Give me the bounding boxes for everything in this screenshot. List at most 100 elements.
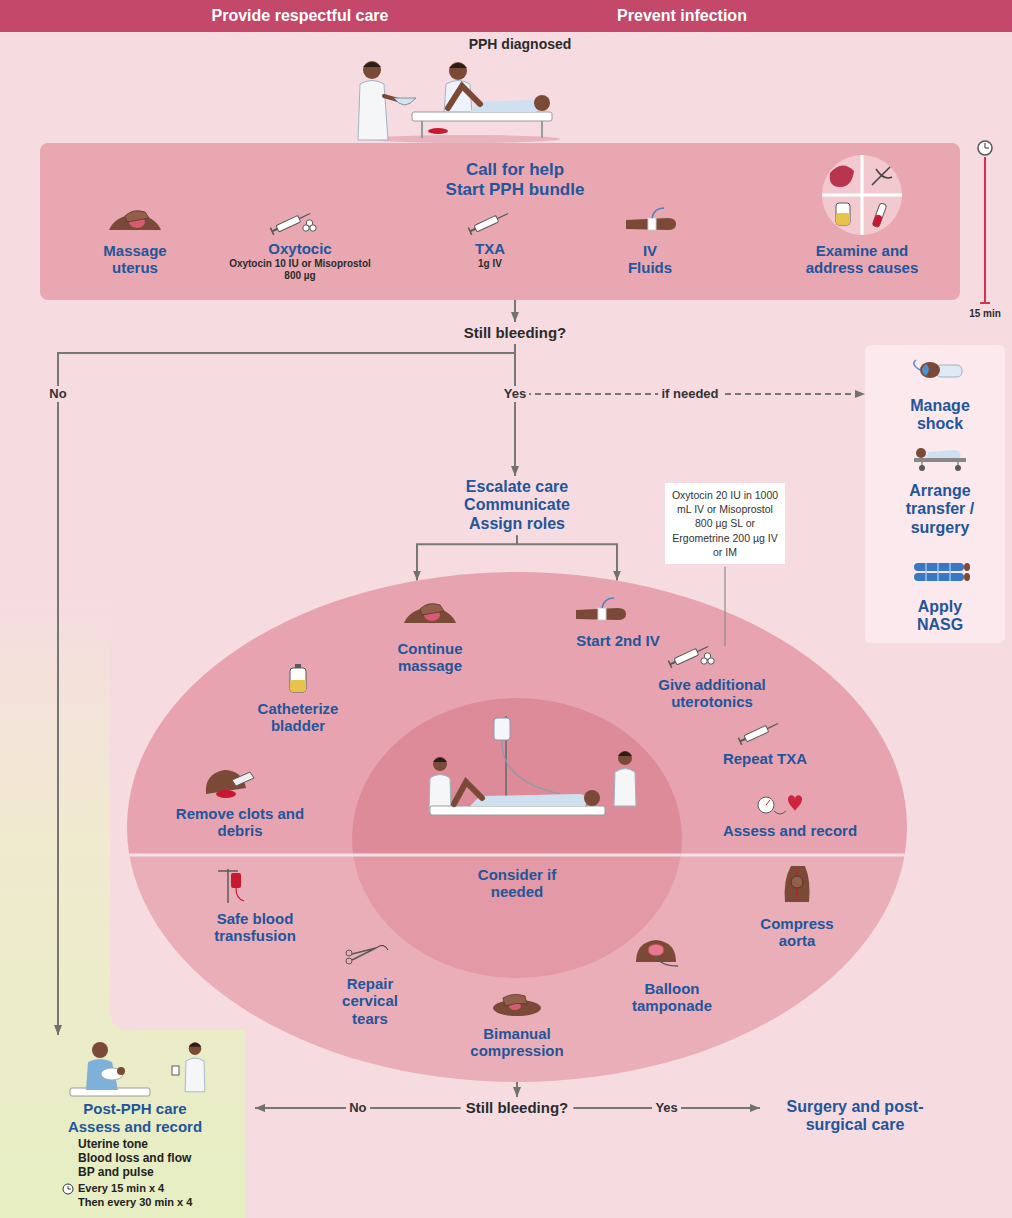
side-panel: Manage shockArrange transfer / surgeryAp… — [865, 345, 1005, 643]
action-label: Remove clots and debris — [175, 805, 305, 840]
worker-head — [363, 61, 381, 79]
icon-shape — [614, 769, 636, 807]
icon-shape — [766, 800, 770, 805]
timer-icon — [978, 141, 992, 155]
pill-icon — [701, 653, 714, 664]
disc-divider — [129, 854, 904, 857]
icon-shape — [788, 795, 802, 811]
icon-shape — [598, 608, 606, 620]
decision-text: Still bleeding? — [464, 324, 567, 342]
clock-icon — [63, 1184, 73, 1194]
disc-upper-half — [127, 572, 907, 855]
icon-shape — [785, 866, 810, 902]
icon-shape — [306, 220, 312, 226]
care-text: Every 15 min x 4 — [78, 1182, 248, 1195]
flow-arrow — [516, 1082, 518, 1097]
worker-hair — [449, 63, 467, 68]
action-label: Catheterize bladder — [243, 700, 353, 735]
nasg-icon — [914, 563, 970, 581]
icon-shape — [914, 458, 966, 462]
outcome-text: Surgery and post-surgical care — [765, 1098, 945, 1135]
icon-shape — [872, 167, 892, 185]
icon-shape — [494, 718, 510, 740]
icon-shape — [668, 661, 671, 668]
icon-shape — [922, 364, 929, 376]
decision-text: Still bleeding? — [466, 1099, 569, 1117]
icon-shape — [454, 782, 482, 804]
icon-shape — [744, 725, 769, 741]
icon-shape — [502, 740, 560, 794]
icon-shape — [503, 994, 527, 1006]
action-label: Compress aorta — [752, 915, 842, 950]
icon-shape — [470, 229, 475, 232]
examine-causes-icon — [822, 155, 902, 235]
escalate-text: Escalate care — [432, 478, 602, 496]
icon-shape — [433, 757, 447, 771]
arm-iv-icon — [576, 598, 626, 620]
basin — [394, 98, 416, 105]
timer-bar — [984, 157, 986, 303]
icon-shape — [474, 215, 499, 231]
worker-body — [358, 81, 388, 141]
icon-shape — [68, 1189, 71, 1190]
health-worker-figure — [185, 1042, 205, 1092]
icon-shape — [774, 811, 786, 814]
massage-icon — [404, 604, 456, 623]
icon-shape — [290, 680, 306, 692]
step-label: Examine and address causes — [792, 242, 932, 277]
timer-bar-end — [980, 302, 990, 304]
icon-shape — [949, 563, 951, 581]
icon-shape — [964, 573, 970, 581]
icon-shape — [791, 876, 803, 888]
outcome-box: Surgery and post-surgical care — [760, 1096, 950, 1137]
bundle-box: Call for helpStart PPH bundleMassage ute… — [40, 143, 960, 300]
icon-shape — [626, 218, 676, 230]
inner-disc: Consider if needed — [352, 698, 682, 978]
icon-shape — [346, 958, 352, 964]
icon-shape — [656, 956, 678, 966]
leader-line — [724, 567, 725, 646]
icon-shape — [468, 228, 471, 235]
illustration — [429, 716, 636, 815]
step-label: Oxytocin 10 IU or Misoprostol 800 µg — [225, 258, 375, 282]
escalate-text: Communicate — [432, 496, 602, 514]
icon-shape — [872, 214, 883, 228]
action-label: Repeat TXA — [710, 750, 820, 767]
blood-pool — [428, 128, 448, 134]
icon-shape — [836, 213, 850, 225]
icon-shape — [916, 448, 926, 458]
care-text: Blood loss and flow — [78, 1152, 248, 1166]
icon-shape — [236, 888, 244, 901]
icon-shape — [836, 203, 850, 225]
health-worker-figure — [429, 757, 451, 812]
icon-shape — [925, 563, 927, 581]
icon-shape — [218, 870, 238, 872]
icon-shape — [670, 662, 675, 665]
step-label: Massage uterus — [90, 242, 180, 277]
step-label: Start PPH bundle — [395, 180, 635, 200]
icon-shape — [740, 739, 745, 742]
dose-text: Oxytocin 20 IU in 1000 mL IV or Misopros… — [671, 488, 779, 559]
icon-shape — [576, 608, 626, 620]
floor-shadow — [370, 135, 560, 143]
icon-shape — [914, 573, 964, 581]
stage-label: PPH diagnosed — [469, 36, 572, 53]
remove-clots-icon — [206, 770, 254, 798]
decision-text-box: Still bleeding? — [461, 1097, 574, 1119]
icon-shape — [346, 950, 352, 956]
icon-shape — [189, 1043, 202, 1047]
icon-shape — [276, 215, 301, 231]
disc-shape — [352, 698, 682, 978]
action-label: Safe blood transfusion — [205, 910, 305, 945]
icon-shape — [125, 211, 149, 222]
icon-shape — [758, 797, 774, 813]
syringe-icon — [468, 210, 509, 235]
icon-shape — [738, 738, 741, 745]
action-label: Arrange transfer / surgery — [893, 482, 988, 537]
icon-shape — [674, 648, 699, 664]
icon-shape — [172, 1066, 179, 1075]
icon-shape — [272, 229, 277, 232]
icon-shape — [648, 218, 656, 230]
icon-shape — [63, 1184, 73, 1194]
icon-shape — [618, 752, 632, 757]
